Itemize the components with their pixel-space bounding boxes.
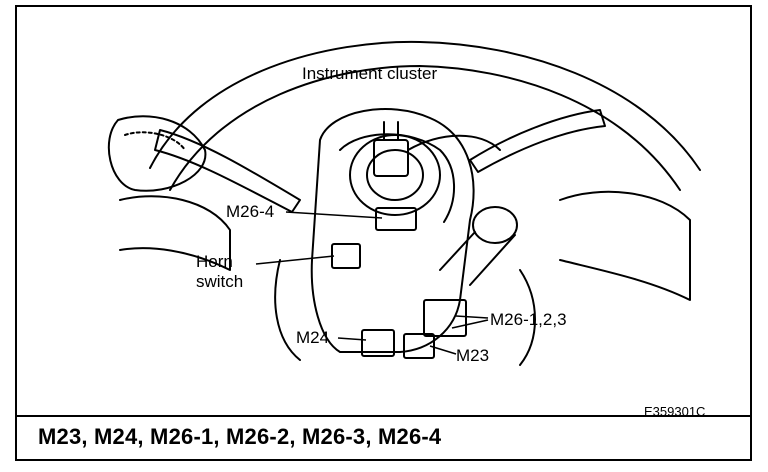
ignition-cylinder [472, 206, 518, 244]
upper-connector [373, 139, 409, 177]
figure-code: E359301C [644, 404, 706, 419]
outer-border [15, 5, 752, 461]
left-gauge [108, 115, 207, 192]
dashboard-arc [149, 40, 701, 171]
connector-caption: M23, M24, M26-1, M26-2, M26-3, M26-4 [38, 424, 442, 449]
m23-label: M23 [456, 346, 490, 365]
horn-switch-connector [331, 243, 361, 269]
m26-4-label: M26-4 [226, 202, 275, 221]
m23-connector [403, 333, 435, 359]
steering-column-illustration [108, 40, 701, 366]
m24-connector [361, 329, 395, 357]
m26-123-connector [423, 299, 467, 337]
instrument-cluster-label: Instrument cluster [302, 64, 438, 83]
spiral-cable [349, 134, 441, 216]
right-gauge [559, 190, 691, 301]
m24-label: M24 [296, 328, 330, 347]
right-stalk [469, 109, 606, 173]
horn-switch-label-line1: Horn [196, 252, 233, 271]
harness-cable [407, 134, 501, 151]
horn-switch-label-line2: switch [196, 272, 244, 291]
leader-lines [255, 211, 489, 355]
column-body [310, 108, 475, 353]
m26-4-connector [375, 207, 417, 231]
m26-123-label: M26-1,2,3 [490, 310, 567, 329]
